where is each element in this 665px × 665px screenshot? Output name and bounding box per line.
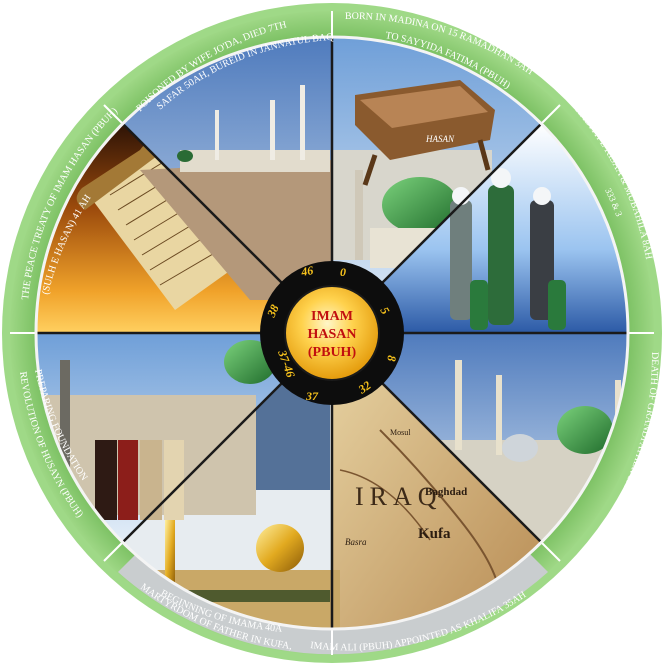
green-dome-icon [557, 406, 613, 454]
tick-37: 37 [305, 389, 319, 403]
map-city-mosul: Mosul [390, 428, 411, 437]
map-country-label: IRAQ [355, 482, 443, 511]
hub-inner [284, 285, 380, 381]
hub-title: IMAM HASAN (PBUH) [307, 309, 356, 360]
tick-8: 8 [384, 355, 398, 362]
wedge-pillars-photo [36, 333, 332, 542]
hub-title-line1: IMAM [311, 309, 353, 324]
inner-ring-border [34, 35, 630, 631]
wedge-baqee-photo [123, 37, 332, 333]
ring-dividers [10, 11, 654, 655]
tick-46: 46 [299, 263, 314, 279]
gold-dome-icon [256, 524, 304, 572]
hub-title-line2: HASAN [307, 327, 356, 342]
map-region-label: Basra [345, 537, 367, 547]
green-dome-icon [382, 177, 458, 233]
tick-38: 38 [264, 302, 282, 320]
wedge-map-photo: IRAQ Baghdad Kufa Mosul Basra [332, 333, 541, 629]
map-city-baghdad: Baghdad [425, 486, 467, 498]
cradle-label: HASAN [425, 134, 455, 144]
tick-0: 0 [340, 265, 346, 279]
wedge-cradle-photo: HASAN [332, 37, 541, 333]
map-city-kufa: Kufa [418, 526, 451, 542]
hub-title-line3: (PBUH) [308, 345, 357, 360]
outer-ring-grey-band [118, 552, 548, 655]
